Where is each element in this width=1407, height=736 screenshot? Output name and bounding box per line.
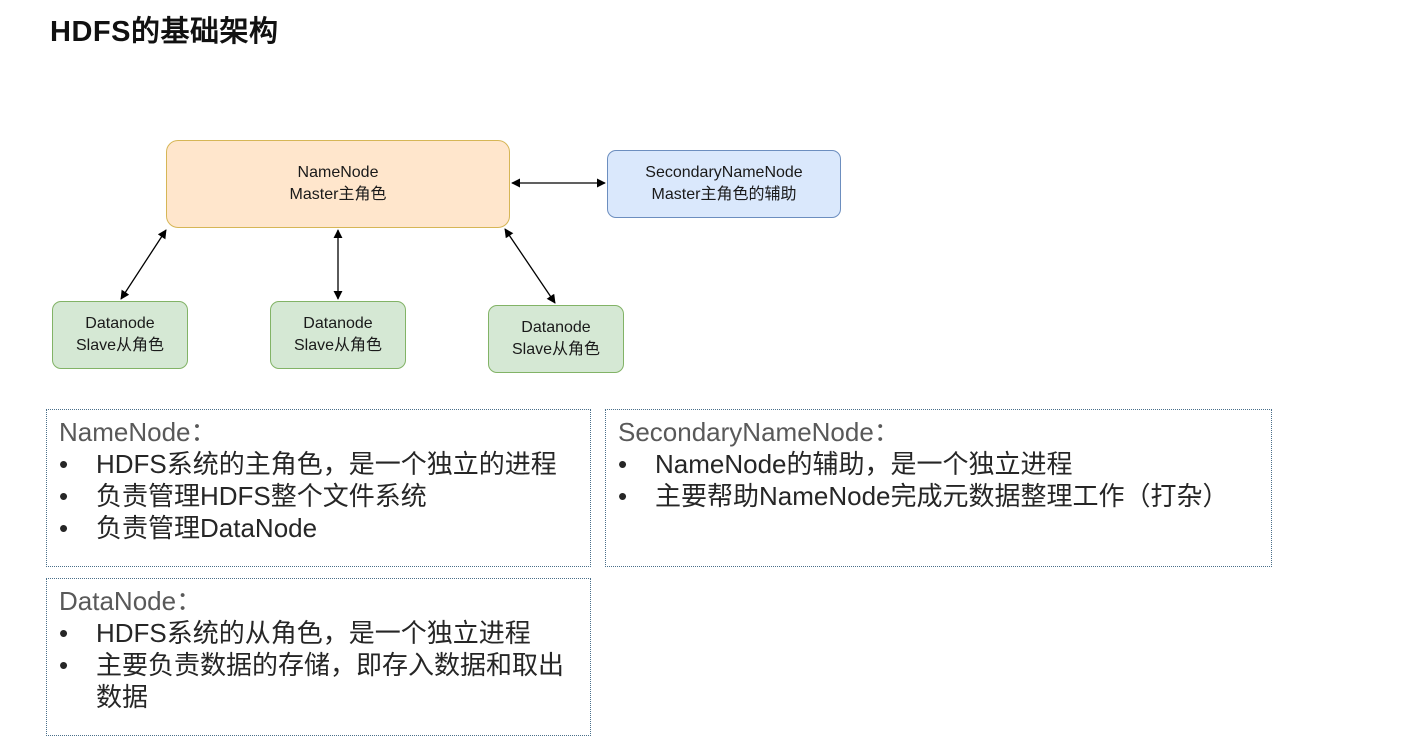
bullet-marker: • [59, 650, 69, 680]
datanode-role: Slave从角色 [293, 337, 383, 354]
list-item: • NameNode的辅助，是一个独立进程 [618, 448, 1259, 480]
secondary-info-list: • NameNode的辅助，是一个独立进程 • 主要帮助NameNode完成元数据整… [618, 448, 1259, 512]
datanode-name: Datanode [521, 319, 591, 336]
datanode-name: Datanode [85, 315, 155, 332]
namenode-info-list: • HDFS系统的主角色，是一个独立的进程 • 负责管理HDFS整个文件系统 • 负责… [59, 448, 578, 544]
bullet-marker: • [59, 481, 69, 511]
datanode-node-1: Datanode Slave从角色 [52, 301, 188, 369]
namenode-info-title: NameNode： [59, 417, 217, 447]
list-item-text: 负责管理DataNode [96, 513, 318, 543]
arrow-namenode-datanode-1 [120, 229, 167, 300]
secondary-namenode-node: SecondaryNameNode Master主角色的辅助 [607, 150, 841, 218]
arrow-namenode-datanode-3 [504, 228, 556, 304]
list-item-text: HDFS系统的主角色，是一个独立的进程 [96, 449, 557, 479]
secondary-info-title: SecondaryNameNode： [618, 417, 900, 447]
secondary-node-name: SecondaryNameNode [645, 164, 803, 181]
secondary-namenode-info-box: SecondaryNameNode： • NameNode的辅助，是一个独立进程 … [605, 409, 1272, 567]
datanode-name: Datanode [303, 315, 373, 332]
list-item-text: 负责管理HDFS整个文件系统 [96, 481, 427, 511]
datanode-info-list: • HDFS系统的从角色，是一个独立进程 • 主要负责数据的存储，即存入数据和取出数… [59, 617, 578, 713]
namenode-info-box: NameNode： • HDFS系统的主角色，是一个独立的进程 • 负责管理HDFS… [46, 409, 591, 567]
bullet-marker: • [618, 449, 628, 479]
datanode-info-box: DataNode： • HDFS系统的从角色，是一个独立进程 • 主要负责数据的存储… [46, 578, 591, 736]
list-item-text: 主要帮助NameNode完成元数据整理工作（打杂） [655, 481, 1229, 511]
list-item: • 主要负责数据的存储，即存入数据和取出数据 [59, 649, 578, 713]
secondary-node-role: Master主角色的辅助 [651, 186, 797, 203]
datanode-role: Slave从角色 [511, 341, 601, 358]
list-item: • 主要帮助NameNode完成元数据整理工作（打杂） [618, 480, 1259, 512]
list-item-text: 主要负责数据的存储，即存入数据和取出数据 [96, 650, 565, 712]
datanode-node-2: Datanode Slave从角色 [270, 301, 406, 369]
namenode-node-name: NameNode [297, 164, 379, 181]
list-item: • HDFS系统的从角色，是一个独立进程 [59, 617, 578, 649]
bullet-marker: • [59, 513, 69, 543]
namenode-node-role: Master主角色 [289, 186, 387, 203]
list-item: • 负责管理HDFS整个文件系统 [59, 480, 578, 512]
datanode-info-title: DataNode： [59, 586, 203, 616]
page-title: HDFS的基础架构 [50, 16, 279, 48]
bullet-marker: • [59, 618, 69, 648]
architecture-connectors [120, 178, 606, 304]
namenode-node: NameNode Master主角色 [166, 140, 510, 228]
list-item-text: NameNode的辅助，是一个独立进程 [655, 449, 1073, 479]
list-item: • 负责管理DataNode [59, 512, 578, 544]
list-item: • HDFS系统的主角色，是一个独立的进程 [59, 448, 578, 480]
datanode-role: Slave从角色 [75, 337, 165, 354]
datanode-node-3: Datanode Slave从角色 [488, 305, 624, 373]
bullet-marker: • [59, 449, 69, 479]
bullet-marker: • [618, 481, 628, 511]
list-item-text: HDFS系统的从角色，是一个独立进程 [96, 618, 531, 648]
